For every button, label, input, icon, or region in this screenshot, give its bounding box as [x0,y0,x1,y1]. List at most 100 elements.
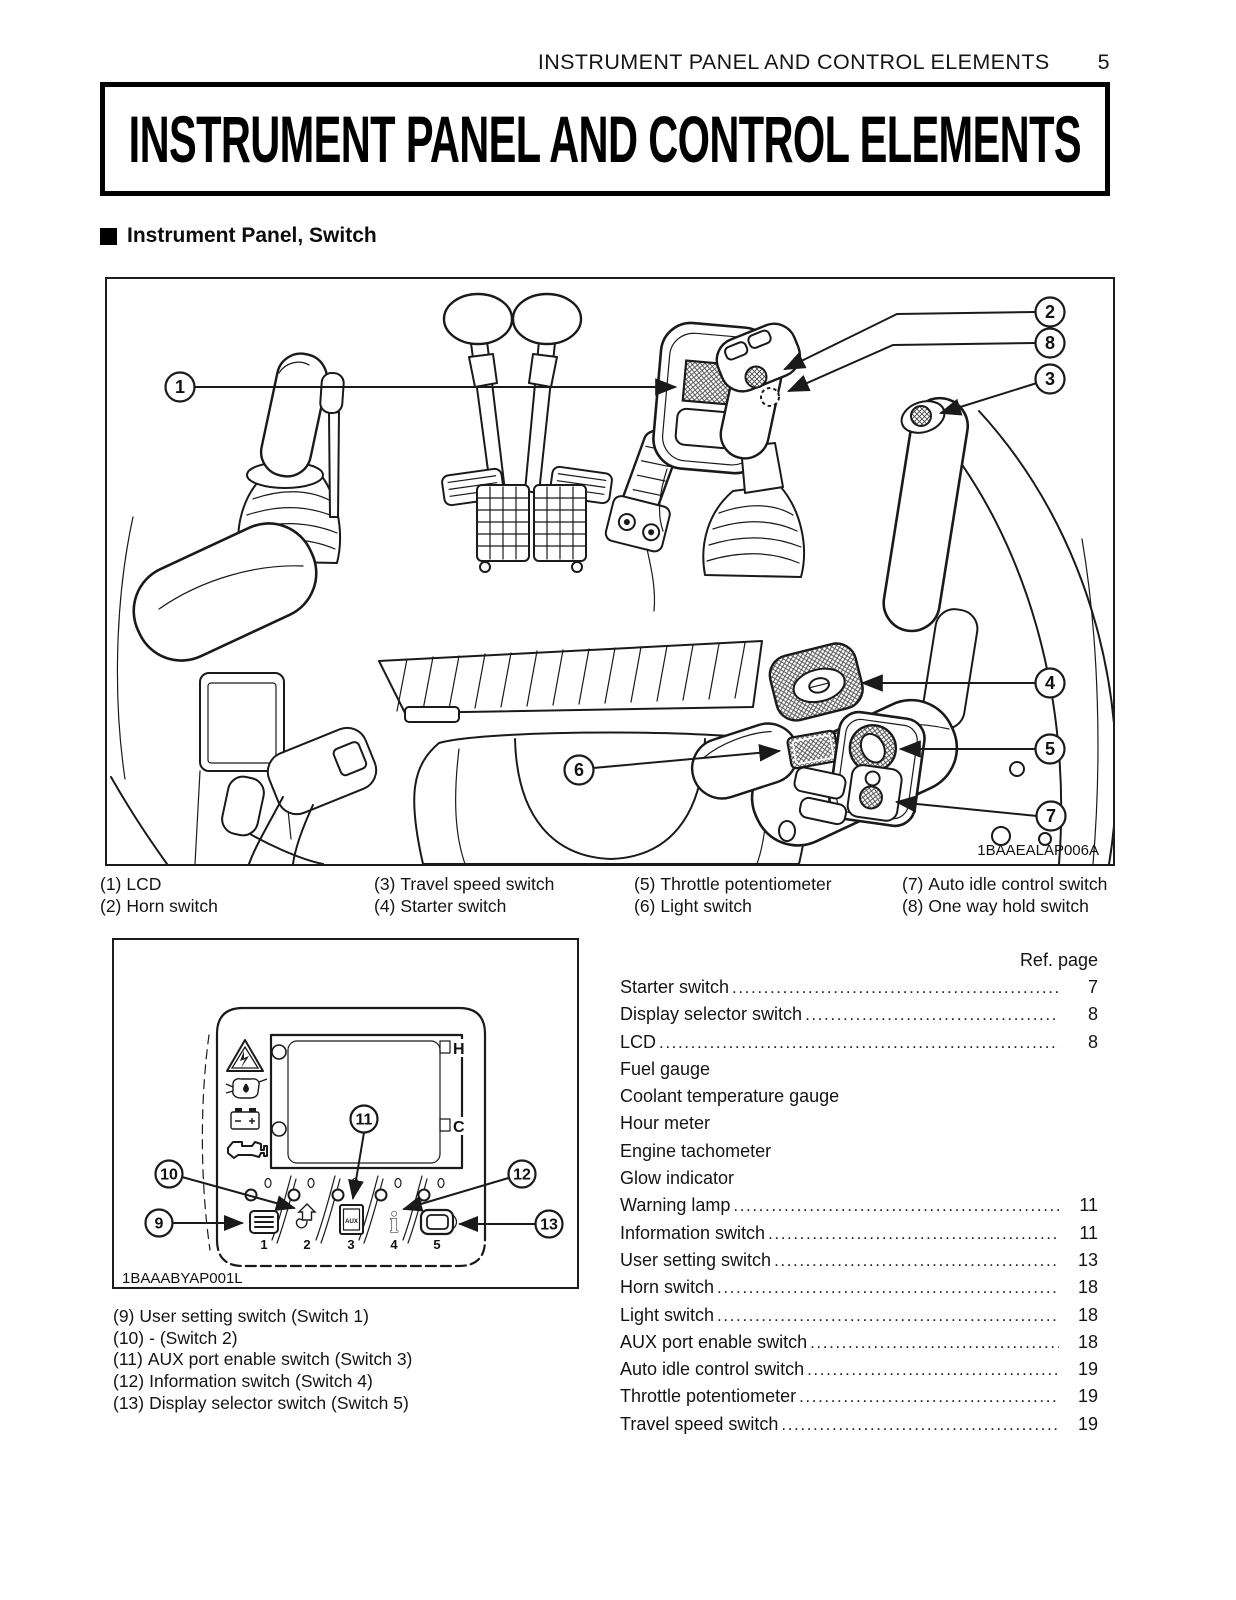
callout-1: 1 [164,371,678,403]
ref-row: Engine tachometer [620,1140,772,1161]
legend-item-3: (3)Travel speed switch [374,874,555,894]
horn-switch-button [744,365,768,389]
figure2-legend: (9)User setting switch (Switch 1) (10)- … [113,1306,412,1415]
cab-frame-arcs [110,410,1113,864]
section-heading-label: Instrument Panel, Switch [127,224,377,247]
svg-text:4: 4 [1045,673,1055,693]
lcd-area: H C [269,1033,468,1170]
dot-leader [805,1004,1059,1025]
svg-text:13: 13 [540,1217,558,1234]
dot-leader [781,1414,1059,1435]
right-joystick [702,322,806,578]
callout-12: 12 [402,1159,537,1212]
aux-switch-icon: AUX [339,1204,364,1235]
ref-row: Hour meter [620,1113,711,1134]
ref-row: Starter switch7 [620,977,1098,1004]
dot-leader [732,977,1059,998]
one-way-hold-button [760,387,780,407]
section-heading: Instrument Panel, Switch [100,224,377,248]
figure1-legend: (1)LCD (2)Horn switch (3)Travel speed sw… [100,874,1112,917]
callout-3: 3 [938,363,1066,416]
ref-page-list: Ref. page Starter switch7 Display select… [620,949,1098,1441]
figure1-drawing: 1 2 8 3 4 5 6 7 1BAAEALAP006A [110,292,1113,864]
svg-text:4: 4 [390,1237,398,1252]
display-selector-switch-icon [419,1208,458,1236]
ref-row: Glow indicator [620,1168,735,1189]
legend-item-11: (11)AUX port enable switch (Switch 3) [113,1349,413,1370]
legend-item-1: (1)LCD [100,874,162,894]
svg-text:2: 2 [303,1237,310,1252]
dot-leader [717,1277,1059,1298]
ref-row: User setting switch13 [620,1250,1098,1277]
svg-text:1: 1 [260,1237,267,1252]
figure1-code: 1BAAEALAP006A [977,842,1099,859]
ref-row: AUX port enable switch18 [620,1332,1098,1359]
svg-text:10: 10 [160,1167,178,1184]
ref-row: Light switch18 [620,1305,1098,1332]
ref-row: Coolant temperature gauge [620,1086,840,1107]
figure-cab-controls: 1 2 8 3 4 5 6 7 1BAAEALAP006A [105,277,1115,866]
ref-row: LCD8 [620,1032,1098,1059]
dot-leader [774,1250,1059,1271]
legend-item-9: (9)User setting switch (Switch 1) [113,1306,369,1326]
dot-leader [717,1305,1059,1326]
callout-5: 5 [898,733,1066,765]
legend-item-5: (5)Throttle potentiometer [634,874,832,894]
dot-leader [733,1195,1059,1216]
gauge-cold-label: C [453,1119,465,1136]
ref-row: Warning lamp11 [620,1195,1098,1222]
dot-leader [768,1223,1059,1244]
battery-icon [230,1108,260,1130]
user-setting-switch-icon [249,1210,279,1234]
callout-10: 10 [154,1159,296,1211]
svg-text:12: 12 [513,1167,531,1184]
ref-row: Auto idle control switch19 [620,1359,1098,1386]
callout-4: 4 [860,667,1066,699]
chapter-title-banner: INSTRUMENT PANEL AND CONTROL ELEMENTS [100,82,1110,196]
information-switch-icon: i [390,1206,398,1239]
legend-item-10: (10)- (Switch 2) [113,1327,238,1348]
svg-text:3: 3 [1045,369,1055,389]
svg-text:3: 3 [347,1237,354,1252]
switch-leds [244,1177,445,1202]
section-marker-icon [100,227,117,245]
svg-text:5: 5 [1045,739,1055,759]
callout-9: 9 [144,1208,244,1238]
ref-page-header: Ref. page [1019,950,1098,970]
left-console-seatbelt [194,672,378,864]
callout-11: 11 [348,1104,379,1200]
svg-text:2: 2 [1045,302,1055,322]
legend-item-6: (6)Light switch [634,895,752,916]
page-number: 5 [1097,50,1110,74]
left-armrest [132,522,318,662]
ref-row: Travel speed switch19 [620,1414,1098,1441]
legend-item-12: (12)Information switch (Switch 4) [113,1371,373,1392]
svg-text:7: 7 [1046,806,1056,826]
figure-instrument-panel: H C [112,938,579,1289]
legend-item-7: (7)Auto idle control switch [902,874,1108,894]
svg-text:9: 9 [155,1216,164,1233]
callout-8: 8 [786,327,1066,392]
legend-item-4: (4)Starter switch [374,895,507,916]
dot-leader [659,1032,1059,1053]
ref-row: Horn switch18 [620,1277,1098,1304]
callout-2: 2 [783,296,1066,370]
svg-text:5: 5 [433,1237,440,1252]
svg-text:AUX: AUX [345,1219,358,1225]
starter-switch [768,642,864,722]
legend-item-8: (8)One way hold switch [902,895,1089,916]
engine-icon [227,1141,268,1159]
dot-leader [810,1332,1059,1353]
figure2-drawing: H C [122,1006,564,1287]
dot-leader [807,1359,1059,1380]
callout-13: 13 [458,1209,564,1239]
crane-switch-icon [295,1203,317,1229]
ref-row: Throttle potentiometer19 [620,1386,1098,1413]
legend-item-13: (13)Display selector switch (Switch 5) [113,1392,409,1413]
switch-numbers: 1 2 3 4 5 [260,1237,440,1252]
figure2-code: 1BAAABYAP001L [122,1270,243,1287]
ref-row: Information switch11 [620,1223,1098,1250]
auto-idle-button [858,785,883,810]
callout-7: 7 [894,795,1067,832]
svg-text:6: 6 [574,760,584,780]
